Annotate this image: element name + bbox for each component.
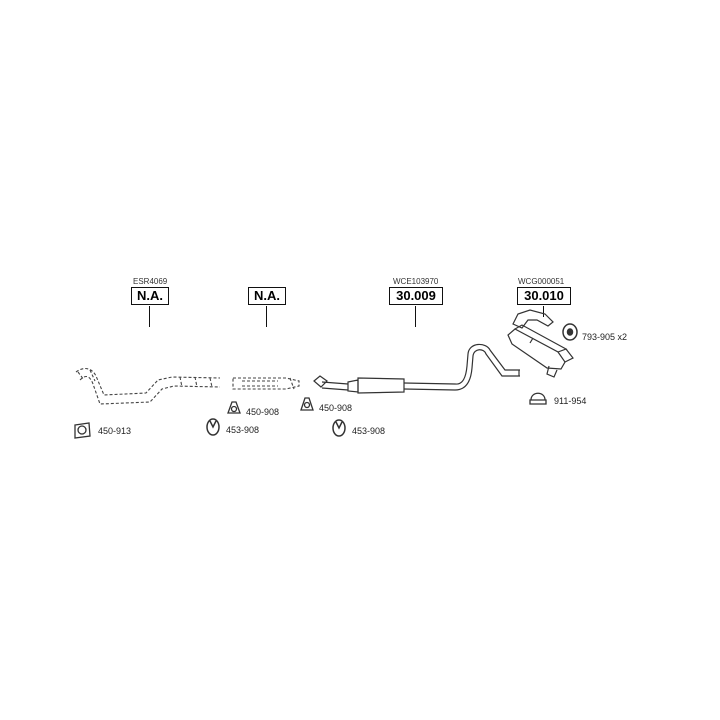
leader-line-rear-silencer bbox=[543, 306, 545, 317]
part-box-front-pipe[interactable]: N.A. bbox=[131, 287, 169, 305]
part-box-center-silencer[interactable]: 30.009 bbox=[389, 287, 443, 305]
label-gasket-b: 450-908 bbox=[319, 403, 353, 413]
assembly-ref-center-pipe: WCE103970 bbox=[393, 277, 439, 286]
leader-line-catalyst bbox=[266, 306, 268, 327]
leader-line-center-silencer bbox=[415, 306, 417, 327]
center-pipe-drawing[interactable] bbox=[313, 343, 520, 394]
label-gasket-front: 450-913 bbox=[98, 426, 132, 436]
hanger-b-icon[interactable] bbox=[332, 419, 346, 437]
front-pipe-drawing[interactable] bbox=[75, 367, 221, 405]
part-box-catalyst[interactable]: N.A. bbox=[248, 287, 286, 305]
label-gasket-a: 450-908 bbox=[246, 407, 280, 417]
part-box-rear-silencer[interactable]: 30.010 bbox=[517, 287, 571, 305]
leader-line-front-pipe bbox=[149, 306, 151, 327]
clamp-icon[interactable] bbox=[529, 392, 547, 405]
gasket-front-icon[interactable] bbox=[74, 422, 91, 439]
rear-silencer-drawing[interactable] bbox=[507, 309, 574, 378]
label-hanger-rear: 793-905 x2 bbox=[582, 332, 628, 342]
hanger-a-icon[interactable] bbox=[206, 418, 220, 436]
catalyst-drawing[interactable] bbox=[232, 377, 300, 390]
gasket-a-icon[interactable] bbox=[227, 401, 241, 414]
label-hanger-b: 453-908 bbox=[352, 426, 386, 436]
assembly-ref-rear-silencer: WCG000051 bbox=[518, 277, 565, 286]
label-hanger-a: 453-908 bbox=[226, 425, 260, 435]
hanger-rear-icon[interactable] bbox=[562, 323, 578, 341]
label-clamp: 911-954 bbox=[554, 396, 587, 406]
assembly-ref-front-pipe: ESR4069 bbox=[133, 277, 168, 286]
gasket-b-icon[interactable] bbox=[300, 397, 314, 411]
